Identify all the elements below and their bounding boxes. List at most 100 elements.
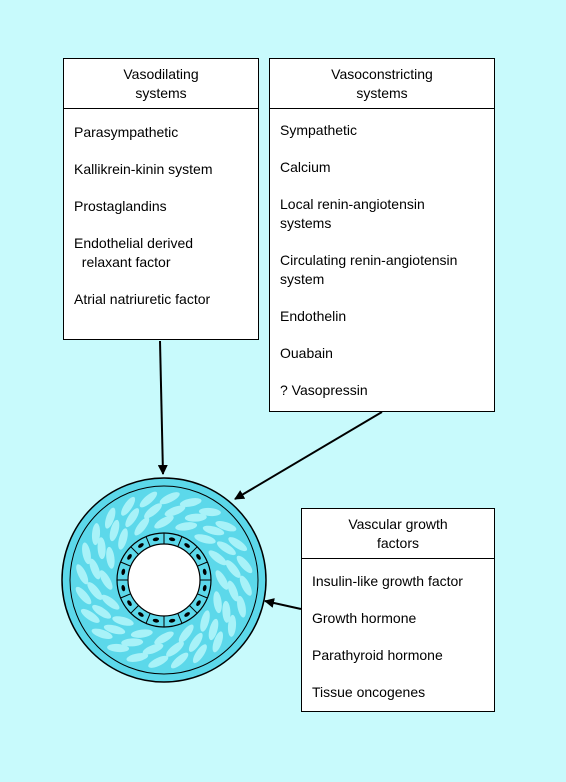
endothelial-nucleus bbox=[152, 537, 160, 542]
smooth-muscle-cell bbox=[208, 618, 219, 641]
smooth-muscle-cell bbox=[130, 629, 153, 638]
smooth-muscle-cell bbox=[134, 517, 150, 536]
smooth-muscle-cell bbox=[215, 520, 237, 532]
endothelial-nucleus bbox=[184, 543, 190, 548]
smooth-muscle-cell bbox=[228, 537, 248, 552]
list-item: Circulating renin-angiotensin system bbox=[280, 252, 458, 287]
smooth-muscle-cell bbox=[142, 643, 164, 655]
smooth-muscle-cell bbox=[212, 631, 224, 653]
list-item: ? Vasopressin bbox=[280, 382, 368, 398]
smooth-muscle-cell bbox=[107, 643, 130, 653]
smooth-muscle-cell bbox=[225, 560, 241, 578]
vascular-growth-factors-box: Vascular growth factors Insulin-like gro… bbox=[301, 508, 495, 712]
smooth-muscle-cell bbox=[103, 624, 126, 635]
vasoconstricting-systems-box: Vasoconstricting systems Sympathetic Cal… bbox=[269, 58, 495, 412]
smooth-muscle-cell bbox=[200, 610, 210, 632]
growth-factors-arrow bbox=[264, 598, 302, 610]
list-item: Atrial natriuretic factor bbox=[74, 291, 211, 307]
endothelial-cell-border bbox=[130, 546, 139, 555]
smooth-muscle-cell bbox=[101, 594, 120, 610]
vessel-adventitia-ring bbox=[69, 485, 259, 675]
smooth-muscle-cell bbox=[184, 513, 207, 522]
endothelial-nucleus bbox=[168, 618, 176, 623]
vasoconstricting-systems-title: Vasoconstricting systems bbox=[270, 59, 494, 109]
endothelial-nucleus bbox=[127, 554, 132, 560]
list-item: Prostaglandins bbox=[74, 198, 167, 214]
list-item: Endothelial derived relaxant factor bbox=[74, 235, 194, 270]
smooth-muscle-cell bbox=[175, 522, 198, 531]
smooth-muscle-cell bbox=[99, 570, 113, 590]
smooth-muscle-cell bbox=[154, 631, 174, 645]
list-item: Parathyroid hormone bbox=[312, 647, 443, 663]
endothelial-nucleus bbox=[196, 554, 201, 560]
endothelial-nucleus bbox=[121, 568, 126, 576]
list-item: Insulin-like growth factor bbox=[312, 573, 463, 589]
smooth-muscle-cell bbox=[126, 653, 149, 662]
smooth-muscle-cell bbox=[121, 638, 144, 647]
smooth-muscle-cell bbox=[87, 582, 103, 600]
vasodilating-systems-title: Vasodilating systems bbox=[64, 59, 258, 109]
endothelial-cell-border bbox=[189, 605, 198, 614]
vascular-growth-factors-title: Vascular growth factors bbox=[302, 509, 494, 559]
endothelial-cell-border bbox=[145, 536, 151, 547]
list-item: Kallikrein-kinin system bbox=[74, 161, 213, 177]
smooth-muscle-cell bbox=[208, 550, 227, 566]
endothelial-cell-border bbox=[177, 613, 183, 624]
smooth-muscle-cell bbox=[213, 591, 222, 614]
smooth-muscle-cell bbox=[91, 628, 113, 640]
endothelial-cells bbox=[117, 533, 211, 627]
smooth-muscle-cell bbox=[166, 641, 184, 657]
smooth-muscle-cell bbox=[82, 542, 91, 565]
smooth-muscle-cell bbox=[118, 528, 128, 550]
list-item: Parasympathetic bbox=[74, 124, 179, 140]
endothelial-nucleus bbox=[138, 612, 144, 617]
smooth-muscle-cell bbox=[188, 632, 203, 652]
smooth-muscle-cell bbox=[104, 507, 116, 529]
endothelial-nucleus bbox=[138, 543, 144, 548]
smooth-muscle-cell bbox=[179, 498, 202, 507]
smooth-muscle-cell bbox=[164, 505, 186, 517]
smooth-muscle-cell bbox=[236, 555, 253, 574]
smooth-muscle-cell bbox=[198, 507, 221, 517]
list-item: Ouabain bbox=[280, 345, 333, 361]
endothelial-nucleus bbox=[127, 600, 132, 606]
smooth-muscle-cell bbox=[106, 546, 115, 569]
smooth-muscle-cell bbox=[97, 537, 106, 560]
smooth-muscle-cell bbox=[202, 525, 225, 536]
smooth-muscle-cell bbox=[89, 558, 101, 580]
list-item: Endothelin bbox=[280, 308, 347, 324]
smooth-muscle-cell bbox=[91, 523, 101, 546]
list-item: Growth hormone bbox=[312, 610, 417, 626]
smooth-muscle-cell bbox=[112, 616, 134, 626]
endothelial-nucleus bbox=[196, 600, 201, 606]
list-item: Sympathetic bbox=[280, 122, 358, 138]
endothelial-cell-border bbox=[120, 593, 131, 599]
vasodilating-systems-box: Vasodilating systems Parasympathetic Kal… bbox=[63, 58, 259, 340]
endothelial-nucleus bbox=[202, 584, 207, 592]
smooth-muscle-cell bbox=[144, 503, 162, 519]
smooth-muscle-cell bbox=[92, 604, 112, 619]
endothelial-cell-border bbox=[197, 561, 208, 567]
smooth-muscle-cell bbox=[194, 534, 216, 544]
endothelial-nucleus bbox=[202, 568, 207, 576]
smooth-muscle-cell bbox=[125, 508, 140, 528]
smooth-muscle-cell bbox=[239, 575, 252, 596]
endothelial-cell-border bbox=[197, 593, 208, 599]
endothelial-cell-border bbox=[130, 605, 139, 614]
smooth-muscle-cell bbox=[222, 600, 231, 623]
endothelial-cell-border bbox=[145, 613, 151, 624]
endothelial-nucleus bbox=[152, 618, 160, 623]
smooth-muscle-cell bbox=[139, 491, 158, 508]
endothelial-nucleus bbox=[121, 584, 126, 592]
smooth-muscle-cell bbox=[237, 595, 246, 618]
vasoconstricting-arrow bbox=[234, 411, 383, 500]
endothelial-cell-border bbox=[189, 546, 198, 555]
smooth-muscle-cell bbox=[76, 564, 89, 585]
endothelial-nucleus bbox=[184, 612, 190, 617]
list-item: Calcium bbox=[280, 159, 331, 175]
smooth-muscle-cell bbox=[170, 652, 189, 669]
smooth-muscle-cell bbox=[227, 580, 239, 602]
smooth-muscle-cells bbox=[75, 491, 253, 669]
smooth-muscle-cell bbox=[216, 541, 236, 556]
